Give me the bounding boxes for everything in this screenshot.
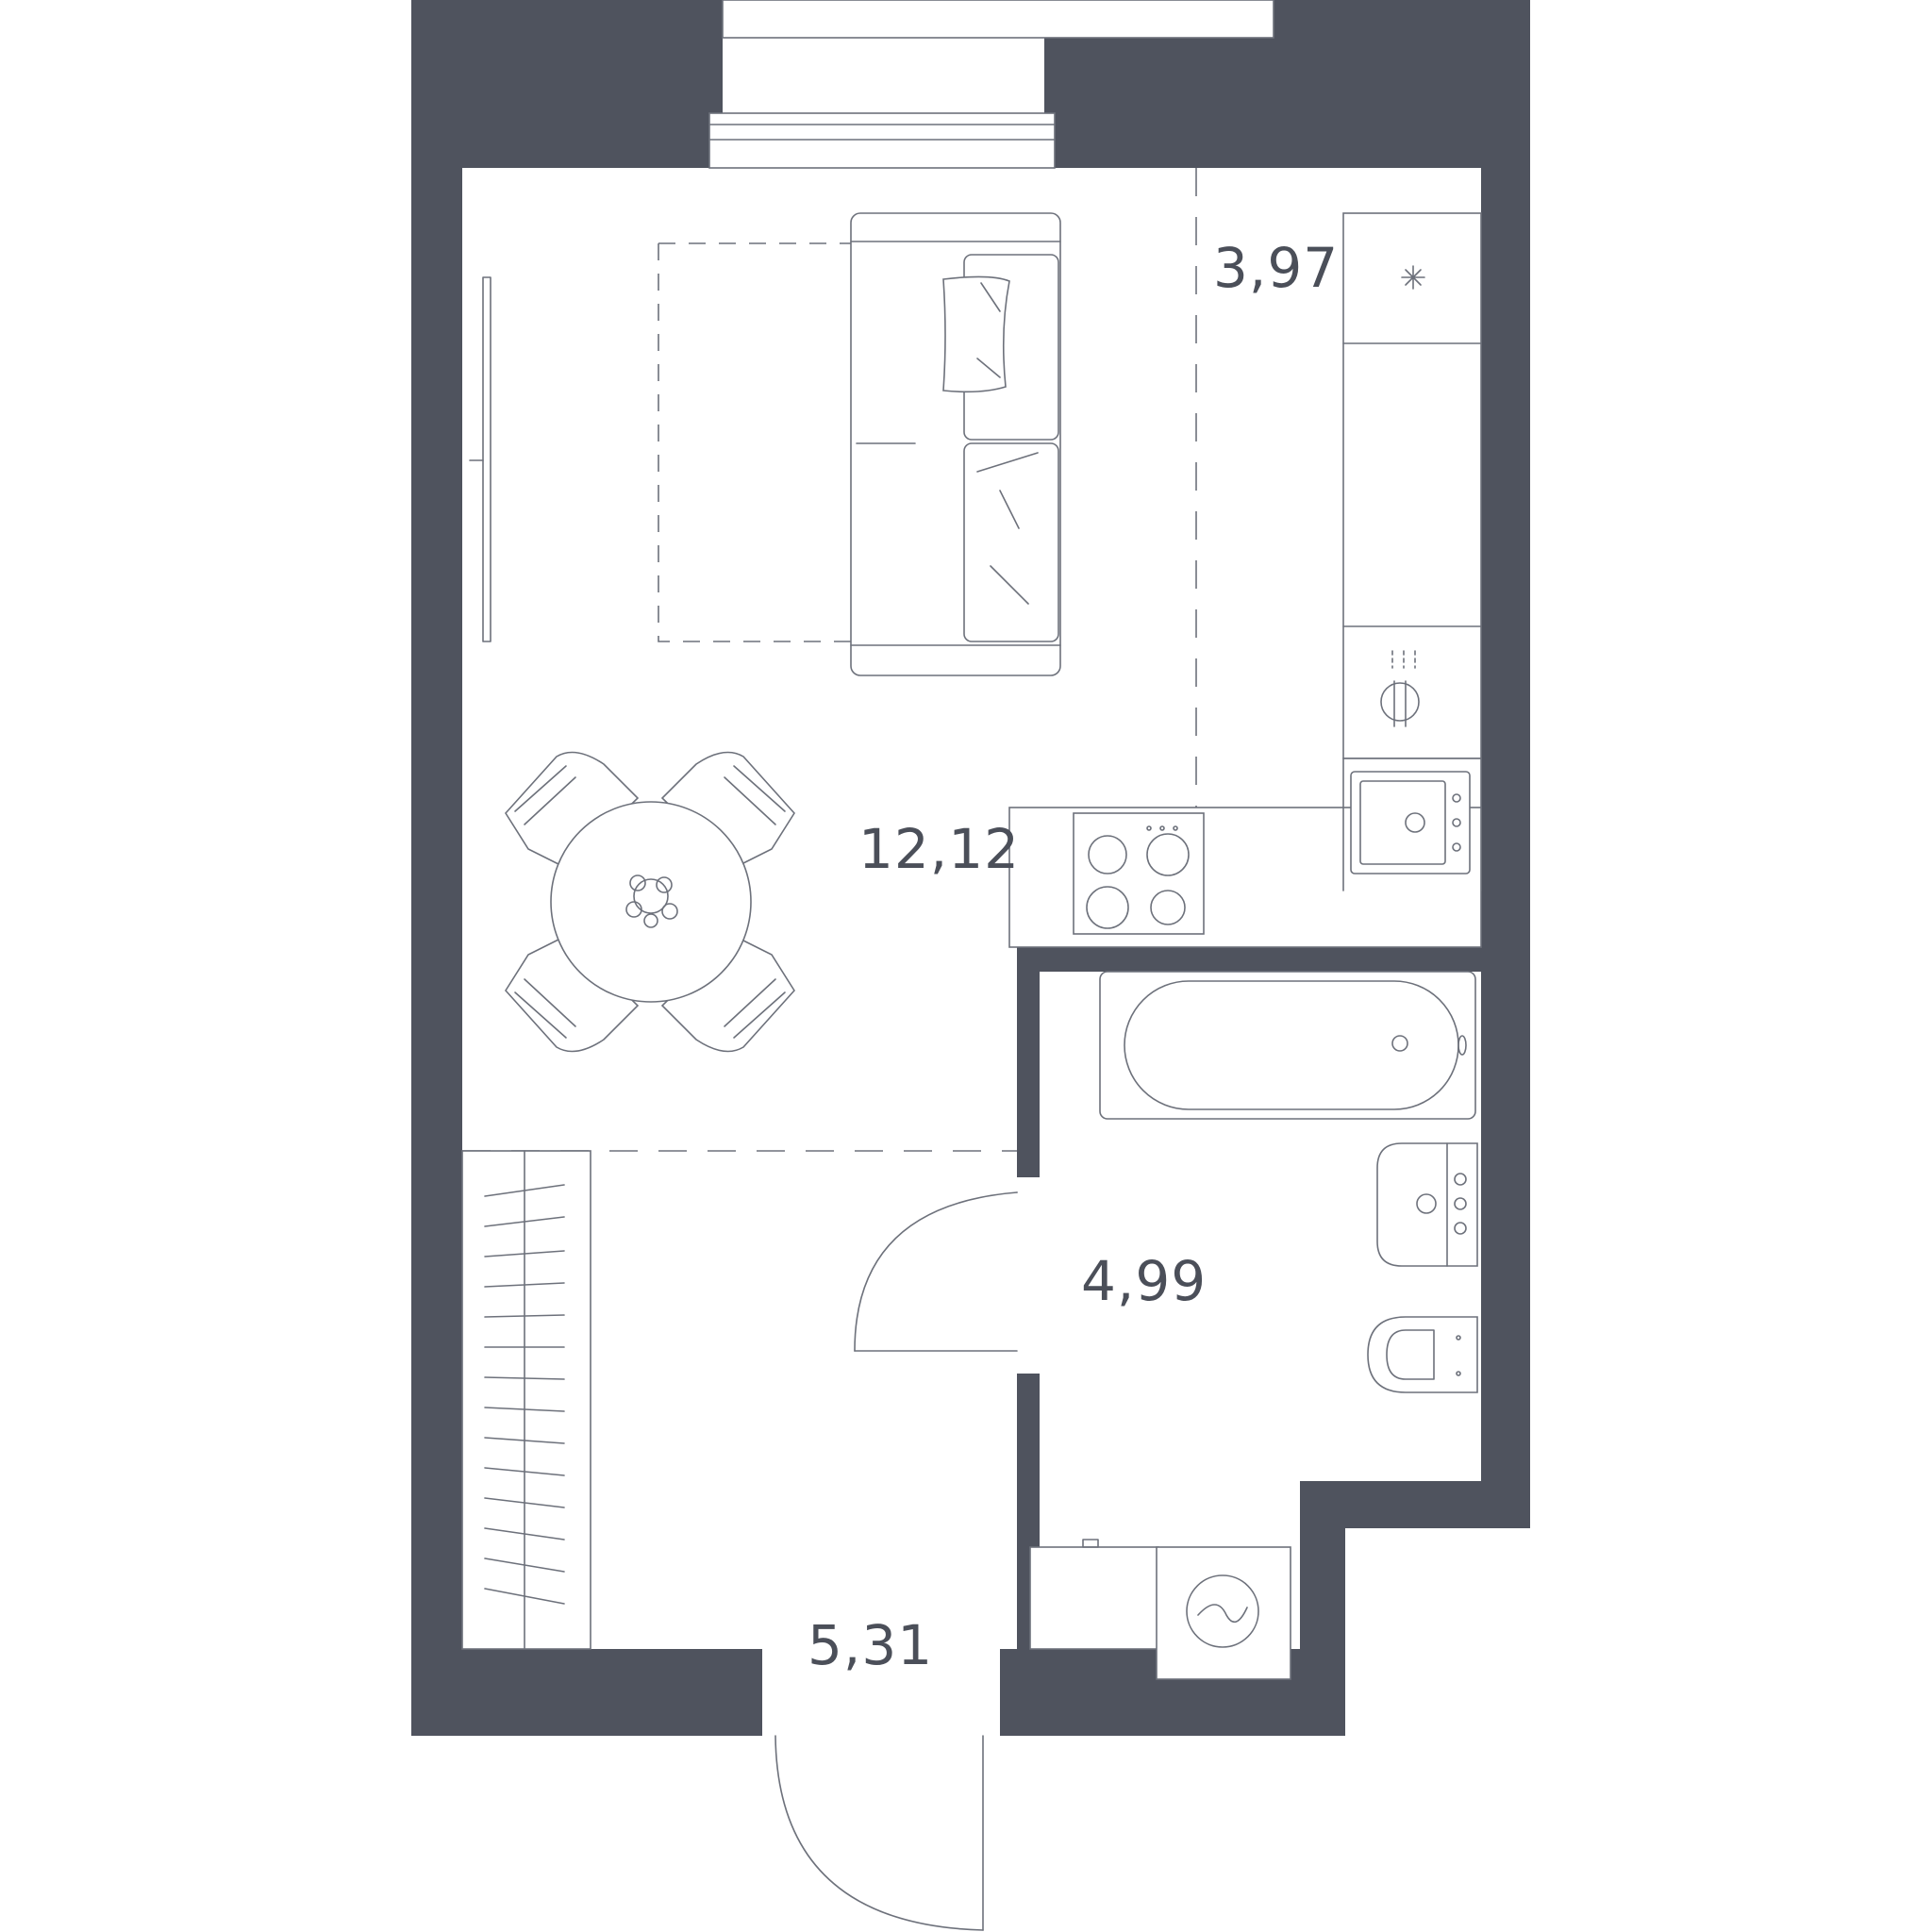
tv-icon: [469, 276, 491, 642]
window-icon: [708, 0, 1274, 169]
walls: [411, 0, 1530, 1736]
dining-table-icon: [505, 751, 795, 1053]
dishwasher-icon: [1380, 650, 1420, 727]
sofa-icon: [658, 212, 1061, 676]
door-icon: [854, 1191, 1018, 1352]
room-area-hallway: 5,31: [808, 1613, 933, 1677]
cooktop-icon: [1073, 812, 1205, 935]
room-area-bathroom: 4,99: [1081, 1249, 1207, 1313]
sink-icon: [1350, 771, 1471, 874]
wardrobe-icon: [461, 1150, 591, 1650]
toilet-icon: [1367, 1316, 1478, 1393]
bathtub-icon: [1099, 971, 1476, 1120]
door-icon: [774, 1735, 984, 1931]
fridge-icon: [1401, 265, 1425, 290]
room-area-living: 12,12: [858, 817, 1020, 881]
plant-icon: [625, 874, 678, 928]
washbasin-icon: [1376, 1142, 1478, 1267]
room-area-kitchen: 3,97: [1213, 236, 1339, 300]
washing-machine-icon: [1029, 1539, 1291, 1680]
